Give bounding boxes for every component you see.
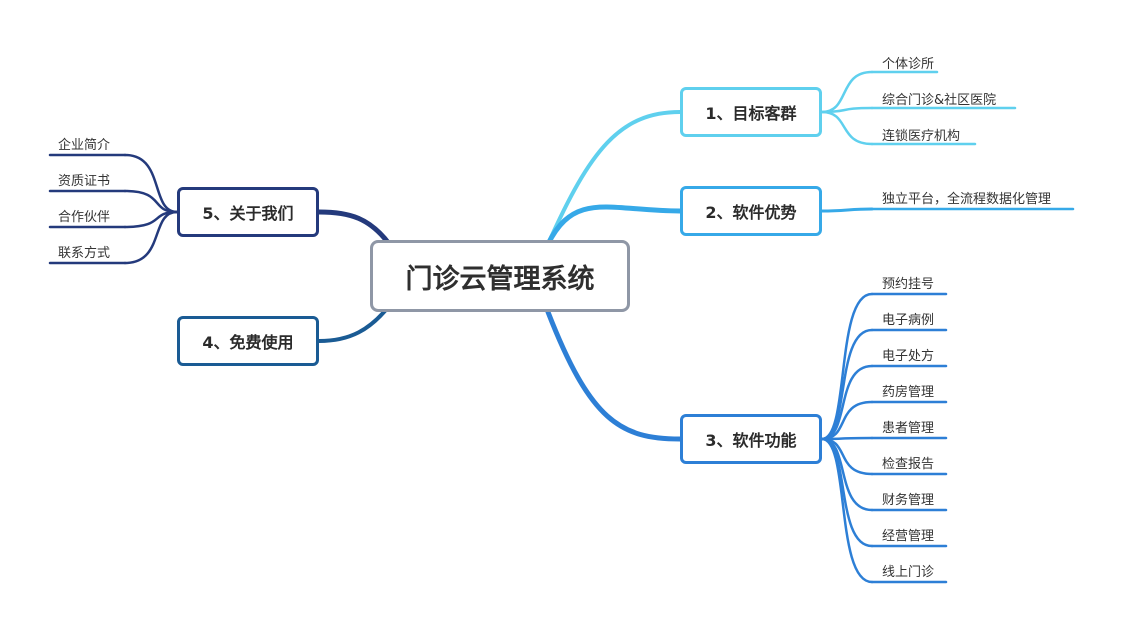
branch-software-features[interactable]: 3、软件功能	[680, 414, 822, 464]
leaf-item[interactable]: 个体诊所	[882, 57, 935, 72]
central-topic[interactable]: 门诊云管理系统	[370, 240, 630, 312]
leaf-item[interactable]: 财务管理	[882, 493, 935, 508]
leaf-item[interactable]: 合作伙伴	[58, 210, 111, 225]
leaf-item[interactable]: 联系方式	[58, 246, 111, 261]
connector-branch-1	[546, 110, 682, 246]
connector-leaf	[820, 110, 874, 146]
leaf-item[interactable]: 经营管理	[882, 529, 935, 544]
branch-free-use[interactable]: 4、免费使用	[177, 316, 319, 366]
leaf-item[interactable]: 连锁医疗机构	[882, 129, 961, 144]
leaf-item[interactable]: 电子处方	[882, 349, 935, 364]
connector-leaf	[123, 153, 179, 214]
leaf-item[interactable]: 综合门诊&社区医院	[882, 93, 997, 108]
connector-leaf	[820, 328, 874, 441]
branch-software-advantages[interactable]: 2、软件优势	[680, 186, 822, 236]
leaf-item[interactable]: 线上门诊	[882, 565, 935, 580]
leaf-item[interactable]: 患者管理	[882, 421, 935, 436]
connector-branch-3	[545, 309, 683, 442]
connector-leaf	[123, 210, 179, 265]
connector-leaf	[820, 364, 874, 441]
connector-branch-4	[317, 303, 392, 343]
connector-leaf	[820, 207, 874, 213]
leaf-item[interactable]: 企业简介	[58, 138, 111, 153]
connector-branch-2	[545, 204, 683, 247]
leaf-item[interactable]: 预约挂号	[882, 277, 935, 292]
branch-about-us[interactable]: 5、关于我们	[177, 187, 319, 237]
connector-leaf	[820, 437, 874, 584]
leaf-item[interactable]: 药房管理	[882, 385, 935, 400]
leaf-item[interactable]: 资质证书	[58, 174, 111, 189]
leaf-item[interactable]: 电子病例	[882, 313, 935, 328]
connector-leaf	[820, 70, 874, 114]
branch-target-customers[interactable]: 1、目标客群	[680, 87, 822, 137]
leaf-item[interactable]: 检查报告	[882, 457, 935, 472]
connector-branch-5	[316, 209, 393, 248]
leaf-item[interactable]: 独立平台，全流程数据化管理	[882, 192, 1052, 207]
